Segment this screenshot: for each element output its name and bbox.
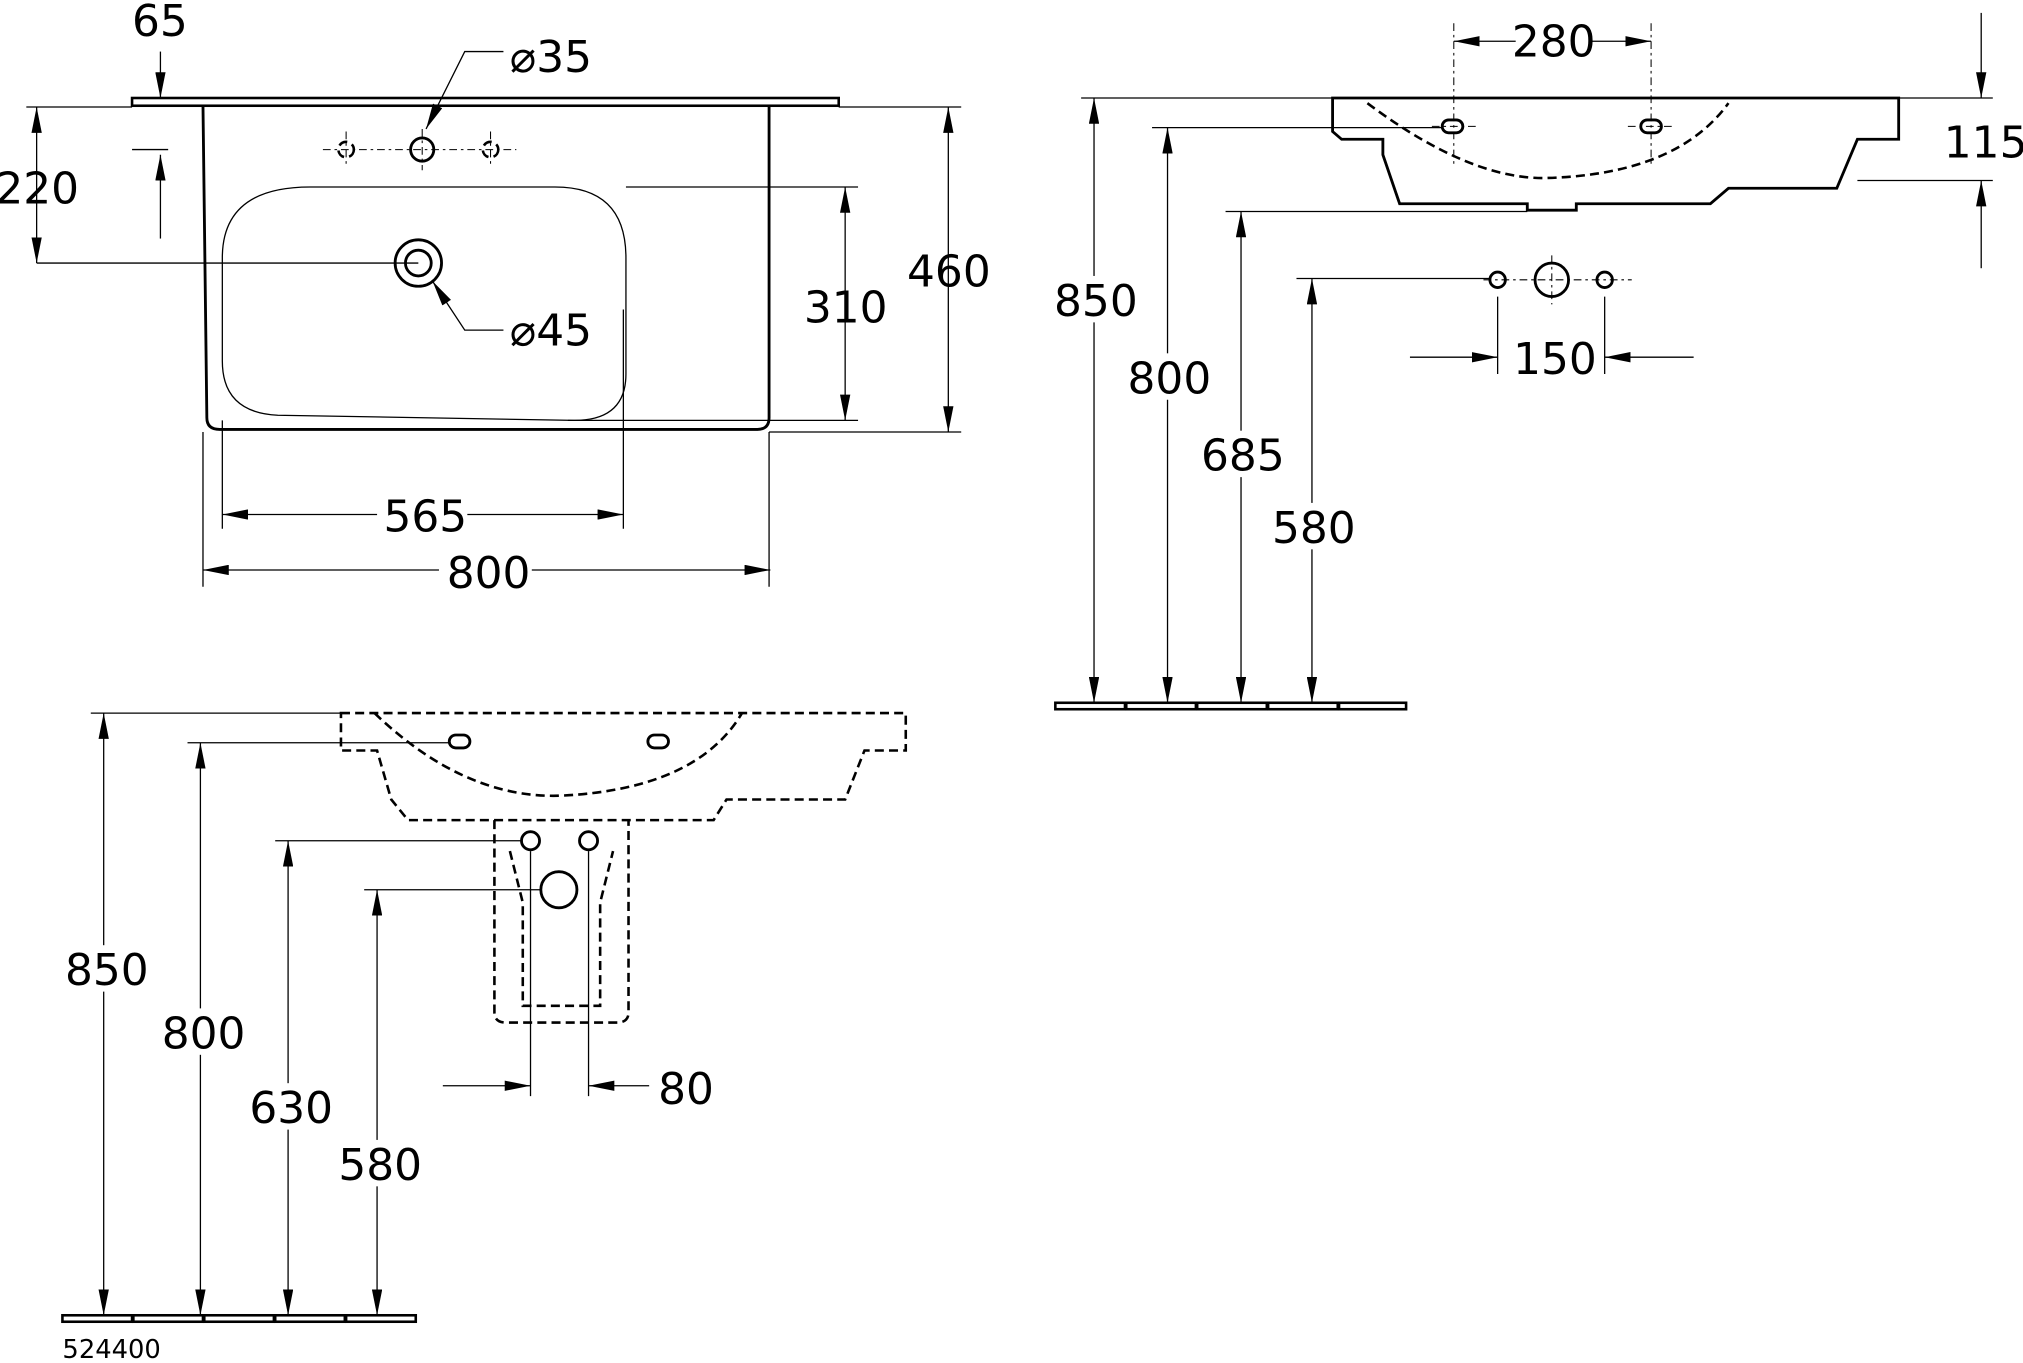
dim-height-fix: 800	[1128, 353, 1212, 404]
dim-height-waste: 580	[1272, 503, 1356, 554]
dim-height-waste: 580	[338, 1140, 422, 1191]
dim-height-top: 850	[65, 945, 149, 996]
bowl-hidden-line	[373, 712, 744, 798]
floor	[1054, 701, 1408, 711]
basin-side-outline	[1331, 96, 1901, 212]
pedestal-outline	[493, 820, 630, 1024]
dim-height-top: 850	[1054, 276, 1138, 327]
dim-width: 800	[447, 548, 531, 599]
dim-height-supply: 630	[249, 1083, 333, 1134]
dim-tap-offset: 220	[0, 164, 79, 215]
dim-depth: 460	[907, 246, 991, 297]
pedestal-view: 850 800 630 580 80	[61, 711, 908, 1324]
wall-plate	[130, 96, 840, 108]
dim-height-fix: 800	[162, 1008, 246, 1059]
drawing-id: 524400	[62, 1335, 160, 1363]
dim-hole-spacing: 280	[1512, 17, 1596, 68]
top-view: 65 ⌀35 220 ⌀45 310 460 565 800	[0, 0, 991, 599]
dim-bowl-depth: 310	[804, 282, 888, 333]
side-view: 280 115 850 800 685 580 150	[1051, 12, 2023, 711]
dim-overhang: 65	[132, 0, 188, 47]
dim-bowl-width: 565	[384, 491, 468, 542]
dim-supply-spacing: 80	[658, 1064, 714, 1115]
bowl-outline	[221, 186, 627, 422]
dim-overflow: ⌀45	[510, 306, 592, 357]
dim-height-bottom: 685	[1201, 431, 1285, 482]
bowl-hidden-line	[1366, 102, 1730, 180]
dim-thickness: 115	[1944, 117, 2023, 168]
dim-supply-spacing: 150	[1513, 334, 1597, 385]
floor	[61, 1313, 418, 1324]
basin-hidden-outline	[339, 711, 908, 822]
basin-outline	[201, 105, 771, 431]
pedestal-inner	[508, 850, 615, 1008]
dim-tap-hole: ⌀35	[510, 32, 592, 83]
